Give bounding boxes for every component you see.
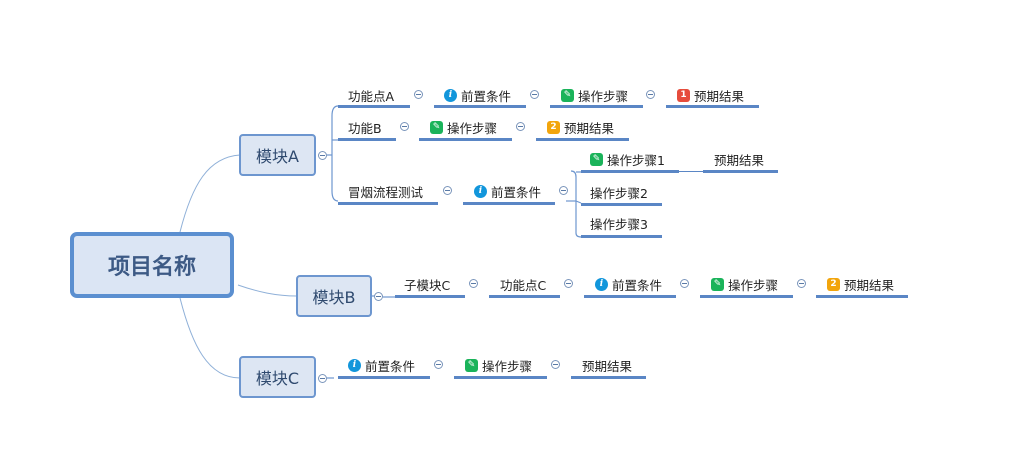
step1-connector bbox=[679, 171, 703, 172]
pencil-icon: ✎ bbox=[430, 120, 443, 134]
module-b-precondition-node[interactable]: i 前置条件 bbox=[595, 273, 662, 295]
steps-collapse-icon[interactable] bbox=[646, 90, 655, 99]
precondition-label: 前置条件 bbox=[461, 88, 512, 104]
feature-c-label: 功能点C bbox=[500, 277, 547, 293]
precondition-underline bbox=[338, 376, 430, 379]
precondition-collapse-icon[interactable] bbox=[680, 279, 689, 288]
pencil-icon: ✎ bbox=[465, 358, 478, 372]
step2-underline bbox=[581, 203, 662, 206]
feature-a-expected-node[interactable]: 1 预期结果 bbox=[677, 84, 744, 106]
feature-a-underline bbox=[338, 105, 410, 108]
submodule-c-label: 子模块C bbox=[404, 277, 451, 293]
steps-underline bbox=[550, 105, 643, 108]
priority-2-icon: 2 bbox=[547, 120, 560, 134]
priority-2-icon: 2 bbox=[827, 277, 840, 291]
expected-label: 预期结果 bbox=[582, 358, 633, 374]
precondition-collapse-icon[interactable] bbox=[530, 90, 539, 99]
submodule-c-collapse-icon[interactable] bbox=[469, 279, 478, 288]
feature-c-node[interactable]: 功能点C bbox=[500, 273, 546, 295]
module-c-expected-node[interactable]: 预期结果 bbox=[582, 354, 632, 376]
feature-b-underline bbox=[338, 138, 396, 141]
steps-underline bbox=[454, 376, 547, 379]
smoke-step3-node[interactable]: 操作步骤3 bbox=[590, 212, 648, 234]
expected-label: 预期结果 bbox=[564, 120, 615, 136]
step1-label: 操作步骤1 bbox=[607, 152, 665, 168]
smoke-step2-node[interactable]: 操作步骤2 bbox=[590, 181, 648, 203]
precondition-underline bbox=[463, 202, 555, 205]
expected-underline bbox=[571, 376, 646, 379]
feature-a-steps-node[interactable]: ✎ 操作步骤 bbox=[561, 84, 628, 106]
feature-c-collapse-icon[interactable] bbox=[564, 279, 573, 288]
smoke-test-node[interactable]: 冒烟流程测试 bbox=[348, 180, 423, 202]
smoke-test-collapse-icon[interactable] bbox=[443, 186, 452, 195]
info-icon: i bbox=[444, 88, 457, 102]
steps-underline bbox=[419, 138, 512, 141]
step1-underline bbox=[581, 170, 679, 173]
step3-label: 操作步骤3 bbox=[590, 216, 648, 232]
steps-label: 操作步骤 bbox=[578, 88, 629, 104]
feature-b-node[interactable]: 功能B bbox=[348, 116, 382, 138]
smoke-step1-expected-node[interactable]: 预期结果 bbox=[714, 148, 764, 170]
smoke-step1-node[interactable]: ✎ 操作步骤1 bbox=[590, 148, 665, 170]
steps-underline bbox=[700, 295, 793, 298]
module-a-collapse-icon[interactable] bbox=[318, 151, 327, 160]
pencil-icon: ✎ bbox=[590, 152, 603, 166]
precondition-underline bbox=[434, 105, 526, 108]
submodule-c-node[interactable]: 子模块C bbox=[404, 273, 450, 295]
feature-b-expected-node[interactable]: 2 预期结果 bbox=[547, 116, 614, 138]
feature-c-underline bbox=[489, 295, 560, 298]
precondition-collapse-icon[interactable] bbox=[434, 360, 443, 369]
submodule-c-underline bbox=[395, 295, 465, 298]
module-b-expected-node[interactable]: 2 预期结果 bbox=[827, 273, 894, 295]
expected-underline bbox=[703, 170, 778, 173]
module-c-precondition-node[interactable]: i 前置条件 bbox=[348, 354, 415, 376]
module-b-steps-node[interactable]: ✎ 操作步骤 bbox=[711, 273, 778, 295]
feature-a-node[interactable]: 功能点A bbox=[348, 84, 394, 106]
steps-collapse-icon[interactable] bbox=[551, 360, 560, 369]
info-icon: i bbox=[348, 358, 361, 372]
precondition-underline bbox=[584, 295, 676, 298]
steps-label: 操作步骤 bbox=[447, 120, 498, 136]
pencil-icon: ✎ bbox=[711, 277, 724, 291]
steps-collapse-icon[interactable] bbox=[797, 279, 806, 288]
module-c-topic[interactable]: 模块C bbox=[239, 356, 316, 398]
feature-a-collapse-icon[interactable] bbox=[414, 90, 423, 99]
info-icon: i bbox=[474, 184, 487, 198]
feature-a-precondition-node[interactable]: i 前置条件 bbox=[444, 84, 511, 106]
precondition-label: 前置条件 bbox=[365, 358, 416, 374]
step2-label: 操作步骤2 bbox=[590, 185, 648, 201]
feature-a-label: 功能点A bbox=[348, 88, 395, 104]
feature-b-label: 功能B bbox=[348, 120, 382, 136]
feature-b-collapse-icon[interactable] bbox=[400, 122, 409, 131]
expected-label: 预期结果 bbox=[694, 88, 745, 104]
precondition-label: 前置条件 bbox=[491, 184, 542, 200]
steps-collapse-icon[interactable] bbox=[516, 122, 525, 131]
info-icon: i bbox=[595, 277, 608, 291]
steps-label: 操作步骤 bbox=[482, 358, 533, 374]
module-b-topic[interactable]: 模块B bbox=[296, 275, 372, 317]
pencil-icon: ✎ bbox=[561, 88, 574, 102]
expected-underline bbox=[666, 105, 759, 108]
steps-label: 操作步骤 bbox=[728, 277, 779, 293]
smoke-test-underline bbox=[338, 202, 438, 205]
expected-label: 预期结果 bbox=[844, 277, 895, 293]
expected-underline bbox=[816, 295, 908, 298]
smoke-precondition-node[interactable]: i 前置条件 bbox=[474, 180, 541, 202]
expected-label: 预期结果 bbox=[714, 152, 765, 168]
module-b-collapse-icon[interactable] bbox=[374, 292, 383, 301]
expected-underline bbox=[536, 138, 629, 141]
priority-1-icon: 1 bbox=[677, 88, 690, 102]
module-c-steps-node[interactable]: ✎ 操作步骤 bbox=[465, 354, 532, 376]
feature-b-steps-node[interactable]: ✎ 操作步骤 bbox=[430, 116, 497, 138]
module-a-topic[interactable]: 模块A bbox=[239, 134, 316, 176]
root-topic[interactable]: 项目名称 bbox=[70, 232, 234, 298]
smoke-precondition-collapse-icon[interactable] bbox=[559, 186, 568, 195]
step3-underline bbox=[581, 235, 662, 238]
precondition-label: 前置条件 bbox=[612, 277, 663, 293]
module-c-collapse-icon[interactable] bbox=[318, 374, 327, 383]
smoke-test-label: 冒烟流程测试 bbox=[348, 184, 424, 200]
